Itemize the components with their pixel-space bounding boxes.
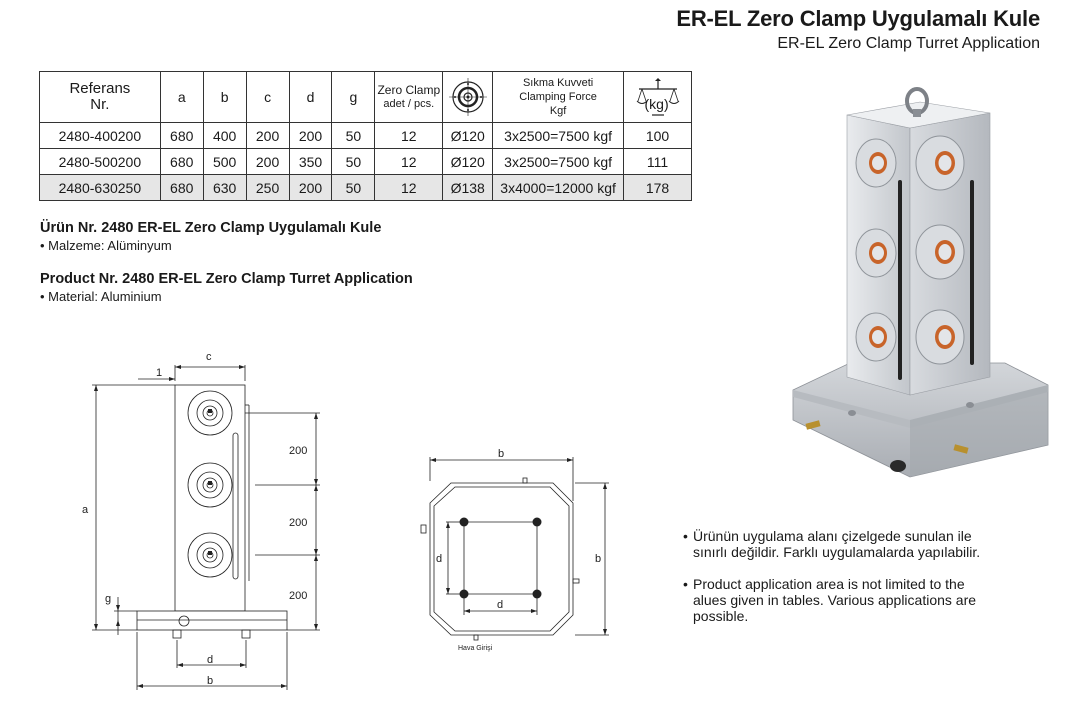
note-tr: • Ürünün uygulama alanı çizelgede sunula…	[683, 528, 980, 560]
cell-dia: Ø120	[442, 148, 494, 175]
note-tr-line2: sınırlı değildir. Farklı uygulamalarda y…	[693, 544, 981, 560]
page-subtitle: ER-EL Zero Clamp Turret Application	[777, 35, 1040, 52]
top-dim-b-label: b	[498, 448, 504, 460]
note-tr-text: Ürünün uygulama alanı çizelgede sunulan …	[693, 528, 980, 560]
top-view-drawing: b b d d Hava Girişi	[420, 448, 609, 652]
cell-g: 50	[331, 148, 376, 175]
table-row: 2480-500200 680 500 200 350 50 12 Ø120 3…	[39, 148, 692, 175]
col-ref-line2: Nr.	[90, 96, 110, 113]
side-view-drawing: a c 1 200 200 200 g d b	[82, 351, 320, 690]
col-ref-line1: Referans	[69, 80, 131, 97]
cell-ref: 2480-500200	[39, 148, 161, 175]
bullet-icon: •	[683, 528, 688, 544]
cell-b: 400	[202, 122, 247, 149]
table-row: 2480-630250 680 630 250 200 50 12 Ø138 3…	[39, 174, 692, 201]
dim-d-label: d	[207, 654, 213, 666]
cell-g: 50	[331, 174, 376, 201]
col-ref: Referans Nr.	[39, 71, 161, 123]
dim-1-label: 1	[156, 367, 162, 379]
cell-force: 3x4000=12000 kgf	[492, 174, 625, 201]
air-inlet-label: Hava Girişi	[458, 645, 493, 652]
cell-d: 200	[288, 174, 333, 201]
cell-kg: 111	[623, 148, 692, 175]
product-title-tr: Ürün Nr. 2480 ER-EL Zero Clamp Uygulamal…	[40, 220, 382, 236]
note-en-item: • Product application area is not limite…	[683, 576, 976, 624]
cell-a: 680	[159, 122, 204, 149]
cell-pcs: 12	[374, 148, 444, 175]
note-en: • Product application area is not limite…	[683, 576, 976, 624]
cell-b: 500	[202, 148, 247, 175]
product-section-en: Product Nr. 2480 ER-EL Zero Clamp Turret…	[40, 271, 413, 304]
product-title-en: Product Nr. 2480 ER-EL Zero Clamp Turret…	[40, 271, 413, 287]
cell-dia: Ø138	[442, 174, 494, 201]
dim-c-label: c	[206, 351, 212, 363]
col-clamping-force: Sıkma Kuvveti Clamping Force Kgf	[492, 71, 625, 123]
cell-ref: 2480-400200	[39, 122, 161, 149]
col-zc-line2: adet / pcs.	[383, 98, 435, 110]
product-photo	[792, 87, 1049, 478]
cell-c: 200	[245, 122, 290, 149]
col-g: g	[331, 71, 376, 123]
cell-c: 250	[245, 174, 290, 201]
cell-d: 350	[288, 148, 333, 175]
cell-force: 3x2500=7500 kgf	[492, 148, 625, 175]
note-en-line3: possible.	[693, 608, 749, 624]
note-tr-item: • Ürünün uygulama alanı çizelgede sunula…	[683, 528, 980, 560]
cell-pcs: 12	[374, 122, 444, 149]
note-en-text: Product application area is not limited …	[693, 576, 976, 624]
product-material-tr: • Malzeme: Alüminyum	[40, 238, 172, 253]
col-zc-line1: Zero Clamp	[377, 83, 441, 97]
note-en-line2: alues given in tables. Various applicati…	[693, 592, 977, 608]
dim-200-label-1: 200	[289, 445, 307, 457]
spec-table: Referans Nr. a b c d g Zero Clamp adet /…	[39, 71, 692, 201]
cell-a: 680	[159, 148, 204, 175]
cell-c: 200	[245, 148, 290, 175]
cell-force: 3x2500=7500 kgf	[492, 122, 625, 149]
dim-200-label-3: 200	[289, 590, 307, 602]
product-section-tr: Ürün Nr. 2480 ER-EL Zero Clamp Uygulamal…	[40, 220, 381, 253]
dim-a-label: a	[82, 504, 89, 516]
cell-a: 680	[159, 174, 204, 201]
cell-ref: 2480-630250	[39, 174, 161, 201]
col-diameter	[442, 71, 494, 123]
cell-b: 630	[202, 174, 247, 201]
bullet-icon: •	[683, 576, 688, 592]
cell-pcs: 12	[374, 174, 444, 201]
dim-b-label: b	[207, 675, 213, 687]
col-b: b	[202, 71, 247, 123]
col-c: c	[245, 71, 290, 123]
product-material-en: • Material: Aluminium	[40, 289, 162, 304]
weight-header: (kg)	[636, 77, 680, 117]
top-dim-d-bottom-label: d	[497, 599, 503, 611]
dim-g-label: g	[105, 593, 111, 605]
col-force-line1: Sıkma Kuvveti	[522, 77, 594, 89]
col-d: d	[288, 71, 333, 123]
weight-unit: (kg)	[644, 96, 669, 112]
col-force-line2: Clamping Force	[519, 91, 597, 103]
cell-dia: Ø120	[442, 122, 494, 149]
table-row: 2480-400200 680 400 200 200 50 12 Ø120 3…	[39, 122, 692, 149]
top-dim-d-left-label: d	[436, 553, 442, 565]
cell-d: 200	[288, 122, 333, 149]
page-title: ER-EL Zero Clamp Uygulamalı Kule	[676, 6, 1040, 31]
note-tr-line1: Ürünün uygulama alanı çizelgede sunulan …	[693, 528, 972, 544]
table-header-row: Referans Nr. a b c d g Zero Clamp adet /…	[39, 71, 692, 123]
col-force-line3: Kgf	[549, 105, 567, 117]
cell-kg: 178	[623, 174, 692, 201]
clamp-diameter-icon	[448, 78, 487, 116]
cell-kg: 100	[623, 122, 692, 149]
cell-g: 50	[331, 122, 376, 149]
col-weight: (kg)	[623, 71, 692, 123]
note-en-line1: Product application area is not limited …	[693, 576, 965, 592]
scale-weight-icon	[636, 78, 679, 116]
dim-200-label-2: 200	[289, 517, 307, 529]
col-zero-clamp: Zero Clamp adet / pcs.	[374, 71, 444, 123]
col-a: a	[159, 71, 204, 123]
top-dim-b-right-label: b	[595, 553, 601, 565]
